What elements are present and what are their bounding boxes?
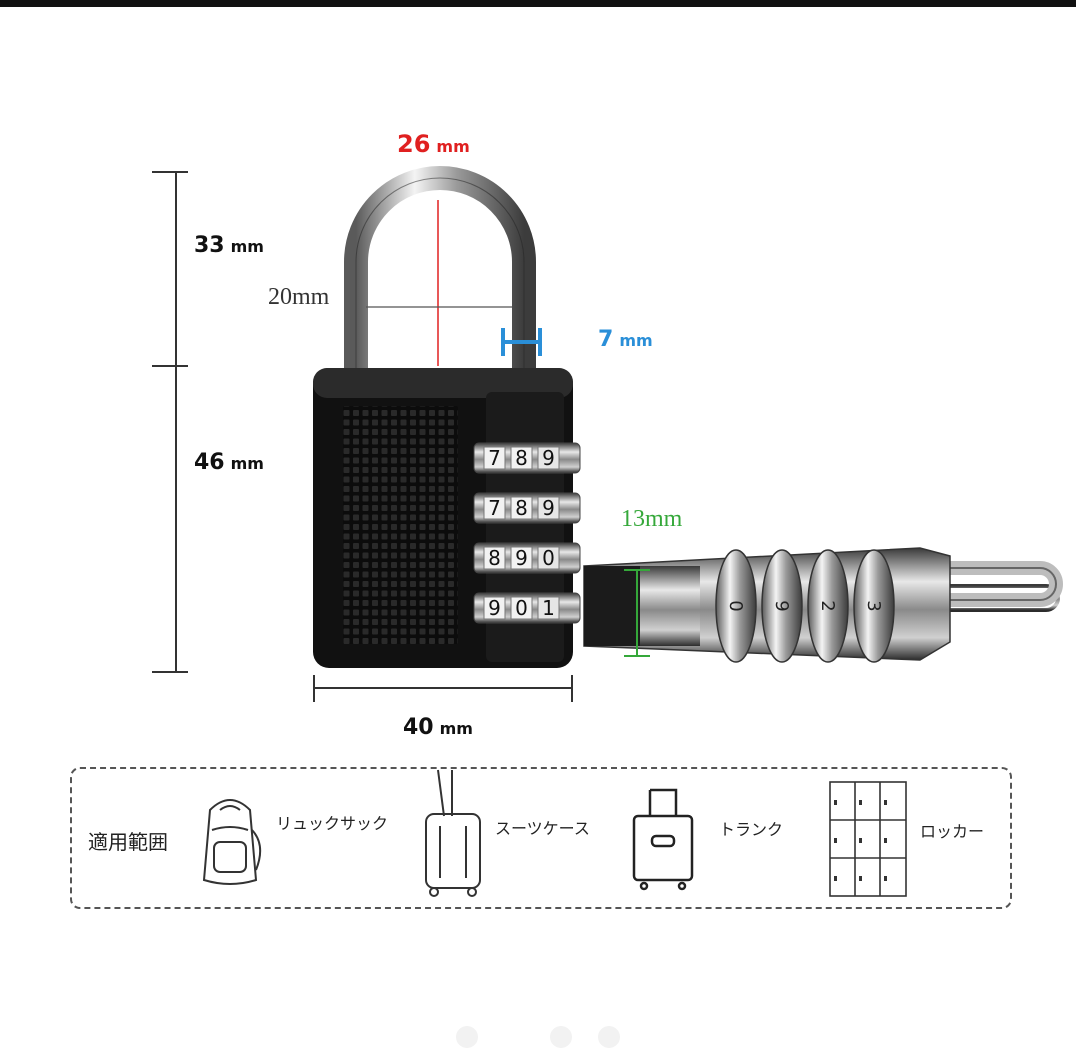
side-dial-wheel [807,549,849,663]
dim-shackle-height-unit: mm [230,237,264,256]
dim-body-width: 40 mm [403,715,473,740]
dial-digit: 8 [488,546,501,570]
usage-title: 適用範囲 [88,830,168,854]
dim-width-top: 26 mm [397,130,470,158]
dial-digit: 9 [542,446,555,470]
dim-width-top-unit: mm [436,137,470,156]
dial-window [537,596,560,620]
trunk-icon [632,788,694,891]
dial-digit: 0 [542,546,555,570]
usage-item-trunk: トランク [719,820,784,839]
dim-shackle-diameter: 7 mm [598,327,653,352]
dial-window [483,446,506,470]
usage-item-suitcase: スーツケース [495,819,590,838]
dial-digit: 8 [515,496,528,520]
usage-box [70,767,1012,909]
dim-body-width-unit: mm [439,719,473,738]
dial-window [510,546,533,570]
dial-digit: 1 [542,596,555,620]
side-dial-digit: 0 [725,600,746,611]
dim-shackle-height-value: 33 [194,233,225,258]
dial-window [483,596,506,620]
side-dial-wheel [715,549,757,663]
dim-shackle-diameter-value: 7 [598,327,614,352]
dim-body-height-unit: mm [230,454,264,473]
grip-panel [343,406,458,644]
dial-digit: 0 [515,596,528,620]
dial-window [537,546,560,570]
backpack-icon [202,799,262,885]
side-dial-wheel [853,549,895,663]
dim-body-width-value: 40 [403,715,434,740]
side-lock: 0 9 2 3 [583,547,1063,663]
dial-window [483,546,506,570]
dial-window [510,496,533,520]
side-dial-digit: 2 [817,600,838,611]
shackle [344,166,536,372]
side-dial-wheel [761,549,803,663]
dim-shackle-height: 33 mm [194,233,264,258]
dial-window [510,446,533,470]
dial-digit: 7 [488,496,501,520]
dim-inner-width: 20mm [268,284,330,310]
dim-shackle-diameter-unit: mm [619,331,653,350]
faded-dot [456,1026,478,1048]
dial-digit: 9 [515,546,528,570]
usage-item-backpack: リュックサック [276,814,389,833]
dim-thickness: 13mm [621,506,683,532]
dial-digit: 7 [488,446,501,470]
width-dimension-line [313,675,573,702]
diameter-bracket [501,328,542,356]
dim-width-top-value: 26 [397,130,431,158]
faded-dot [550,1026,572,1048]
faded-dot [598,1026,620,1048]
dim-body-height: 46 mm [194,450,264,475]
height-dimension-line [152,171,188,673]
thickness-bracket [624,569,650,657]
dial-window [483,496,506,520]
dial-window [537,496,560,520]
locker-icon [829,781,907,897]
side-dial-digit: 3 [863,600,884,611]
dial-digit: 9 [542,496,555,520]
dial-window [537,446,560,470]
usage-item-locker: ロッカー [920,822,985,841]
dial-digit: 9 [488,596,501,620]
dial-digit: 8 [515,446,528,470]
dim-body-height-value: 46 [194,450,225,475]
dial-window [510,596,533,620]
side-dial-digit: 9 [771,600,792,611]
suitcase-icon [425,769,481,897]
top-bar [0,0,1076,7]
